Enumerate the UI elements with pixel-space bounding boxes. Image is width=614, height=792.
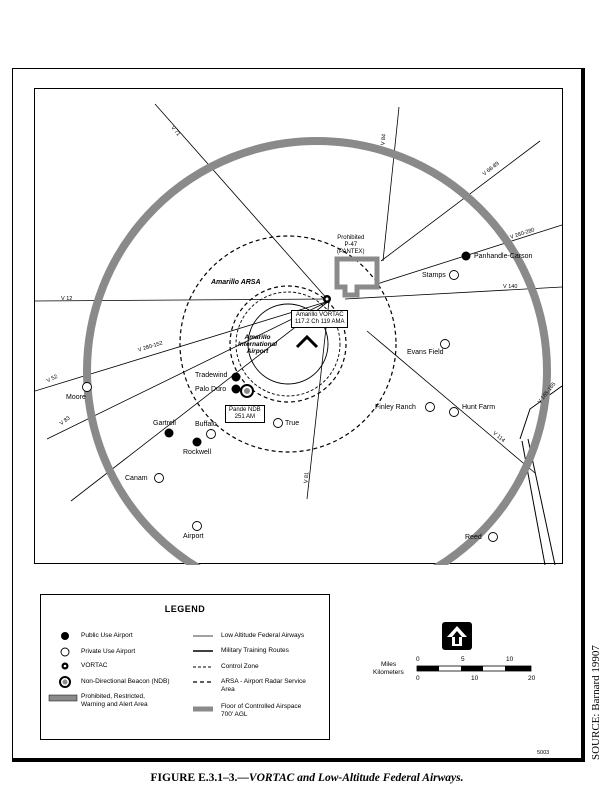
prohibited-label: Prohibited P-47 (PANTEX) [337, 235, 365, 255]
airway-v12-west [35, 298, 330, 302]
airport-label-buffalo: Buffalo [195, 421, 217, 428]
prohibited-area-p47 [334, 256, 380, 298]
airport-label-canam: Canam [125, 475, 148, 482]
legend-title: LEGEND [164, 604, 206, 614]
airport-marker-finley [425, 402, 435, 412]
route-v165-top [519, 385, 563, 440]
airport-label-finley: Finley Ranch [375, 404, 416, 411]
legend-public: Public Use Airport [81, 632, 133, 639]
airport-marker-reed [488, 532, 498, 542]
figure-frame [12, 68, 585, 762]
airport-label-stamps: Stamps [422, 272, 446, 279]
legend-symbols [48, 632, 213, 712]
airport-marker-airport [192, 521, 202, 531]
airport-marker-buffalo [206, 429, 216, 439]
airport-marker-gartrell [164, 428, 174, 438]
figure-caption: FIGURE E.3.1–3.—VORTAC and Low-Altitude … [0, 772, 614, 784]
legend-private: Private Use Airport [81, 648, 136, 655]
scale-miles-label: Miles [381, 661, 397, 668]
airway-v84 [382, 106, 400, 262]
ndb-label: Pande NDB 251 AM [225, 405, 265, 423]
airway-v81 [306, 300, 330, 500]
legend-private-symbol [60, 647, 70, 657]
airport-marker-evans [440, 339, 450, 349]
control-zone [235, 291, 341, 397]
airspace-map: V 71 V 84 V 68-89 V 280-280 V 12 V 140 V… [34, 88, 563, 565]
legend-prohibited: Prohibited, Restricted, Warning and Aler… [81, 693, 148, 708]
legend-floor: Floor of Controlled Airspace 700' AGL [221, 703, 302, 718]
airport-marker-hunt [449, 407, 459, 417]
scale-miles-tick-5: 5 [461, 656, 465, 663]
airway-label-v84: V 84 [380, 133, 388, 146]
caption-number: FIGURE E.3.1–3.— [150, 772, 249, 784]
legend-vortac: VORTAC [81, 662, 108, 669]
airport-label-airport: Airport [183, 533, 204, 540]
map-graphics [35, 103, 563, 565]
airport-label-hunt: Hunt Farm [462, 404, 496, 411]
scale-miles-tick-0: 0 [416, 656, 420, 663]
airport-runway-symbol [295, 334, 319, 349]
airport-marker-stamps [449, 270, 459, 280]
figure-number: 5003 [537, 750, 550, 756]
airport-label-moore: Moore [66, 394, 86, 401]
scale-km-label: Kilometers [373, 669, 404, 676]
airport-marker-tradewind [231, 372, 241, 382]
airway-v71 [154, 103, 330, 302]
airport-label-reed: Reed [465, 534, 482, 541]
airway-label-v81: V 81 [303, 471, 311, 484]
airport-marker-true [273, 418, 283, 428]
vortac-label: Amarillo VORTAC 117.2 Ch 119 AMA [291, 310, 349, 328]
legend-control-zone: Control Zone [221, 663, 259, 670]
airport-marker-palo-duro [231, 384, 241, 394]
legend-prohibited-symbol [48, 694, 78, 702]
airport-label-true: True [285, 420, 300, 427]
controlled-airspace-ring [83, 137, 551, 565]
scale-graphic [416, 665, 532, 672]
airport-marker-rockwell [192, 437, 202, 447]
scale-km-tick-0: 0 [416, 675, 420, 682]
caption-title: VORTAC and Low-Altitude Federal Airways. [248, 772, 464, 784]
airport-label-palo-duro: Palo Duro [195, 386, 227, 393]
source-credit: SOURCE: Barnard 19907 [590, 645, 602, 760]
legend: LEGEND Public Use Airport Private Use Ai… [40, 594, 330, 740]
legend-public-symbol [61, 632, 69, 640]
airport-label-gartrell: Gartrell [153, 420, 176, 427]
control-zone-inner [247, 303, 329, 385]
airway-label-v12: V 12 [61, 296, 73, 302]
airport-marker-canam [154, 473, 164, 483]
legend-low-airways: Low Altitude Federal Airways [221, 632, 305, 639]
north-arrow-icon [442, 622, 472, 650]
airway-label-v140: V 140 [503, 284, 518, 290]
airport-label-evans: Evans Field [407, 349, 444, 356]
airport-marker-panhandle [461, 251, 471, 261]
airway-v280-152 [35, 300, 330, 392]
legend-military: Military Training Routes [221, 647, 289, 654]
airport-label-panhandle: Panhandle-Carson [474, 253, 533, 260]
airport-label-rockwell: Rockwell [183, 449, 212, 456]
airway-v83 [70, 300, 330, 502]
airway-v140 [344, 286, 563, 300]
scale-km-tick-20: 20 [528, 675, 536, 682]
scale-miles-tick-10: 10 [506, 656, 514, 663]
airport-label-tradewind: Tradewind [195, 372, 228, 379]
scale-bar: Miles Kilometers 0 5 10 0 10 20 [373, 654, 543, 694]
airport-name-label: Amarillo International Airport [238, 334, 278, 355]
arsa-outer [179, 235, 397, 453]
arsa-inner [229, 285, 347, 403]
legend-arsa: ARSA - Airport Radar Service Area [221, 678, 306, 693]
scale-km-tick-10: 10 [471, 675, 479, 682]
arsa-label: Amarillo ARSA [211, 279, 261, 286]
airport-marker-moore [82, 382, 92, 392]
legend-ndb: Non-Directional Beacon (NDB) [81, 678, 170, 685]
airway-v114 [366, 330, 536, 474]
airway-v68 [380, 140, 541, 262]
